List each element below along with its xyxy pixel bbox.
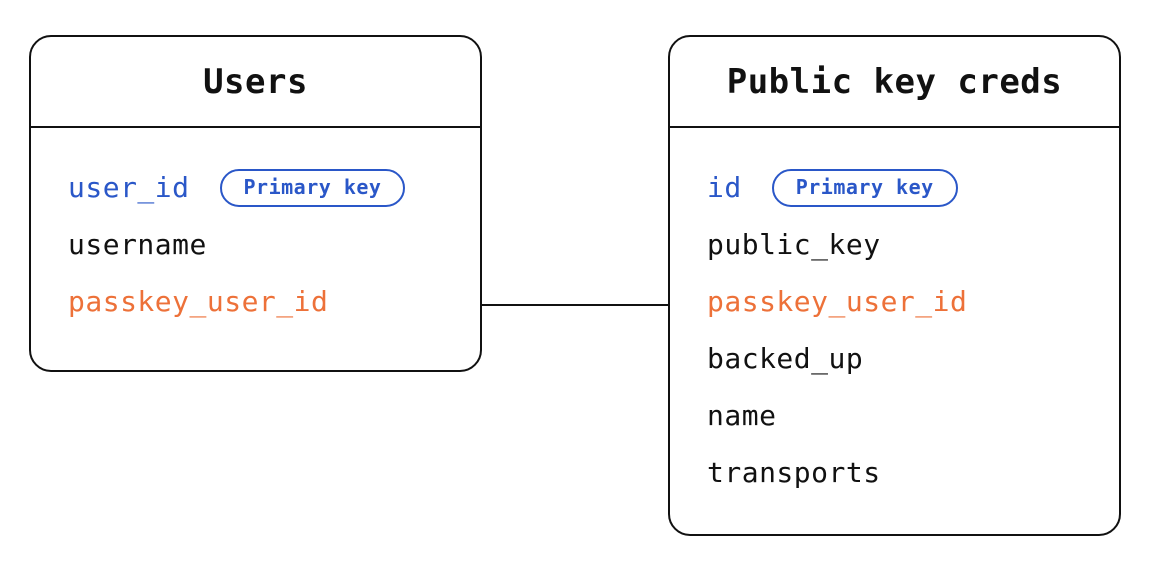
table-public-key-creds-title: Public key creds — [670, 37, 1119, 128]
table-public-key-creds-fields: id Primary key public_key passkey_user_i… — [670, 128, 1119, 501]
primary-key-badge: Primary key — [771, 168, 958, 207]
field-row-id: id Primary key — [707, 159, 1119, 216]
field-row-public-key: public_key — [707, 216, 1119, 273]
primary-key-badge: Primary key — [219, 168, 406, 207]
relationship-line — [480, 304, 670, 306]
field-row-name: name — [707, 387, 1119, 444]
field-name: name — [707, 399, 777, 432]
field-name: username — [68, 228, 207, 261]
field-name: passkey_user_id — [707, 285, 968, 318]
field-name: backed_up — [707, 342, 864, 375]
table-users-fields: user_id Primary key username passkey_use… — [31, 128, 480, 330]
field-name: id — [707, 171, 742, 204]
field-row-username: username — [68, 216, 480, 273]
field-row-user-id: user_id Primary key — [68, 159, 480, 216]
field-name: transports — [707, 456, 881, 489]
table-public-key-creds: Public key creds id Primary key public_k… — [668, 35, 1121, 536]
field-name: public_key — [707, 228, 881, 261]
field-name: passkey_user_id — [68, 285, 329, 318]
table-users-title: Users — [31, 37, 480, 128]
table-users: Users user_id Primary key username passk… — [29, 35, 482, 372]
field-name: user_id — [68, 171, 190, 204]
field-row-transports: transports — [707, 444, 1119, 501]
field-row-passkey-user-id: passkey_user_id — [68, 273, 480, 330]
field-row-passkey-user-id: passkey_user_id — [707, 273, 1119, 330]
field-row-backed-up: backed_up — [707, 330, 1119, 387]
